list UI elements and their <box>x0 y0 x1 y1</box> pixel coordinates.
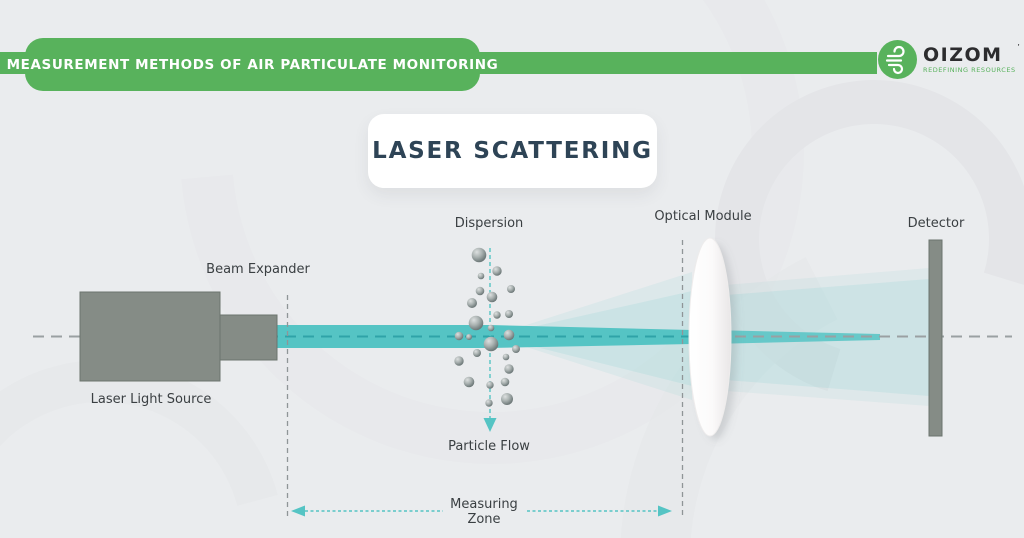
laser-source-box <box>79 291 221 382</box>
particle <box>505 310 513 318</box>
particle-cloud <box>454 247 520 407</box>
particle-flow-label: Particle Flow <box>448 439 530 454</box>
measuring-zone-label-line1: Measuring <box>450 497 518 512</box>
brand-wordmark: OIZOM ’ REDEFINING RESOURCES <box>923 40 1020 74</box>
brand-logo: OIZOM ’ REDEFINING RESOURCES <box>878 40 1020 79</box>
particle <box>512 345 520 353</box>
title-card: LASER SCATTERING <box>368 114 657 188</box>
measuring-zone-label: Measuring Zone <box>424 497 544 527</box>
particle <box>454 356 464 366</box>
particle <box>475 286 485 296</box>
header-banner-label: MEASUREMENT METHODS OF AIR PARTICULATE M… <box>6 56 499 73</box>
particle <box>485 399 493 407</box>
particle <box>507 285 515 293</box>
laser-light-source-label: Laser Light Source <box>90 392 212 407</box>
particle <box>500 377 510 387</box>
beam-expander-label: Beam Expander <box>206 262 310 277</box>
optical-module-lens <box>688 237 732 437</box>
particle <box>487 324 495 332</box>
beam-expander-box <box>219 314 278 361</box>
brand-trademark: ’ <box>1017 43 1020 52</box>
particle <box>486 381 494 389</box>
particle <box>502 353 510 361</box>
dispersion-label: Dispersion <box>454 216 524 231</box>
particle <box>471 247 487 263</box>
header-banner: MEASUREMENT METHODS OF AIR PARTICULATE M… <box>7 38 498 91</box>
particle <box>477 272 485 280</box>
particle <box>467 298 477 308</box>
particle <box>501 393 513 405</box>
particle-flow-arrowhead <box>483 418 497 432</box>
particle <box>486 291 498 303</box>
particle <box>503 329 515 341</box>
detector-label: Detector <box>907 216 965 231</box>
particle <box>468 315 484 331</box>
brand-name: OIZOM <box>923 44 1003 66</box>
brand-tagline: REDEFINING RESOURCES <box>923 66 1016 74</box>
measuring-zone-label-line2: Zone <box>467 512 501 527</box>
particle <box>483 336 499 352</box>
particle <box>463 376 475 388</box>
page-title: LASER SCATTERING <box>372 138 653 164</box>
particle <box>454 331 464 341</box>
particle <box>473 349 481 357</box>
wind-swirl-icon <box>878 40 917 79</box>
particle <box>466 334 472 340</box>
particle <box>493 311 501 319</box>
particle <box>492 266 502 276</box>
particle <box>504 364 514 374</box>
measuring-zone-arrow-left-head <box>291 505 305 517</box>
optical-module-label: Optical Module <box>654 209 752 224</box>
measuring-zone-arrow-right-head <box>658 505 672 517</box>
detector-bar <box>928 239 943 437</box>
